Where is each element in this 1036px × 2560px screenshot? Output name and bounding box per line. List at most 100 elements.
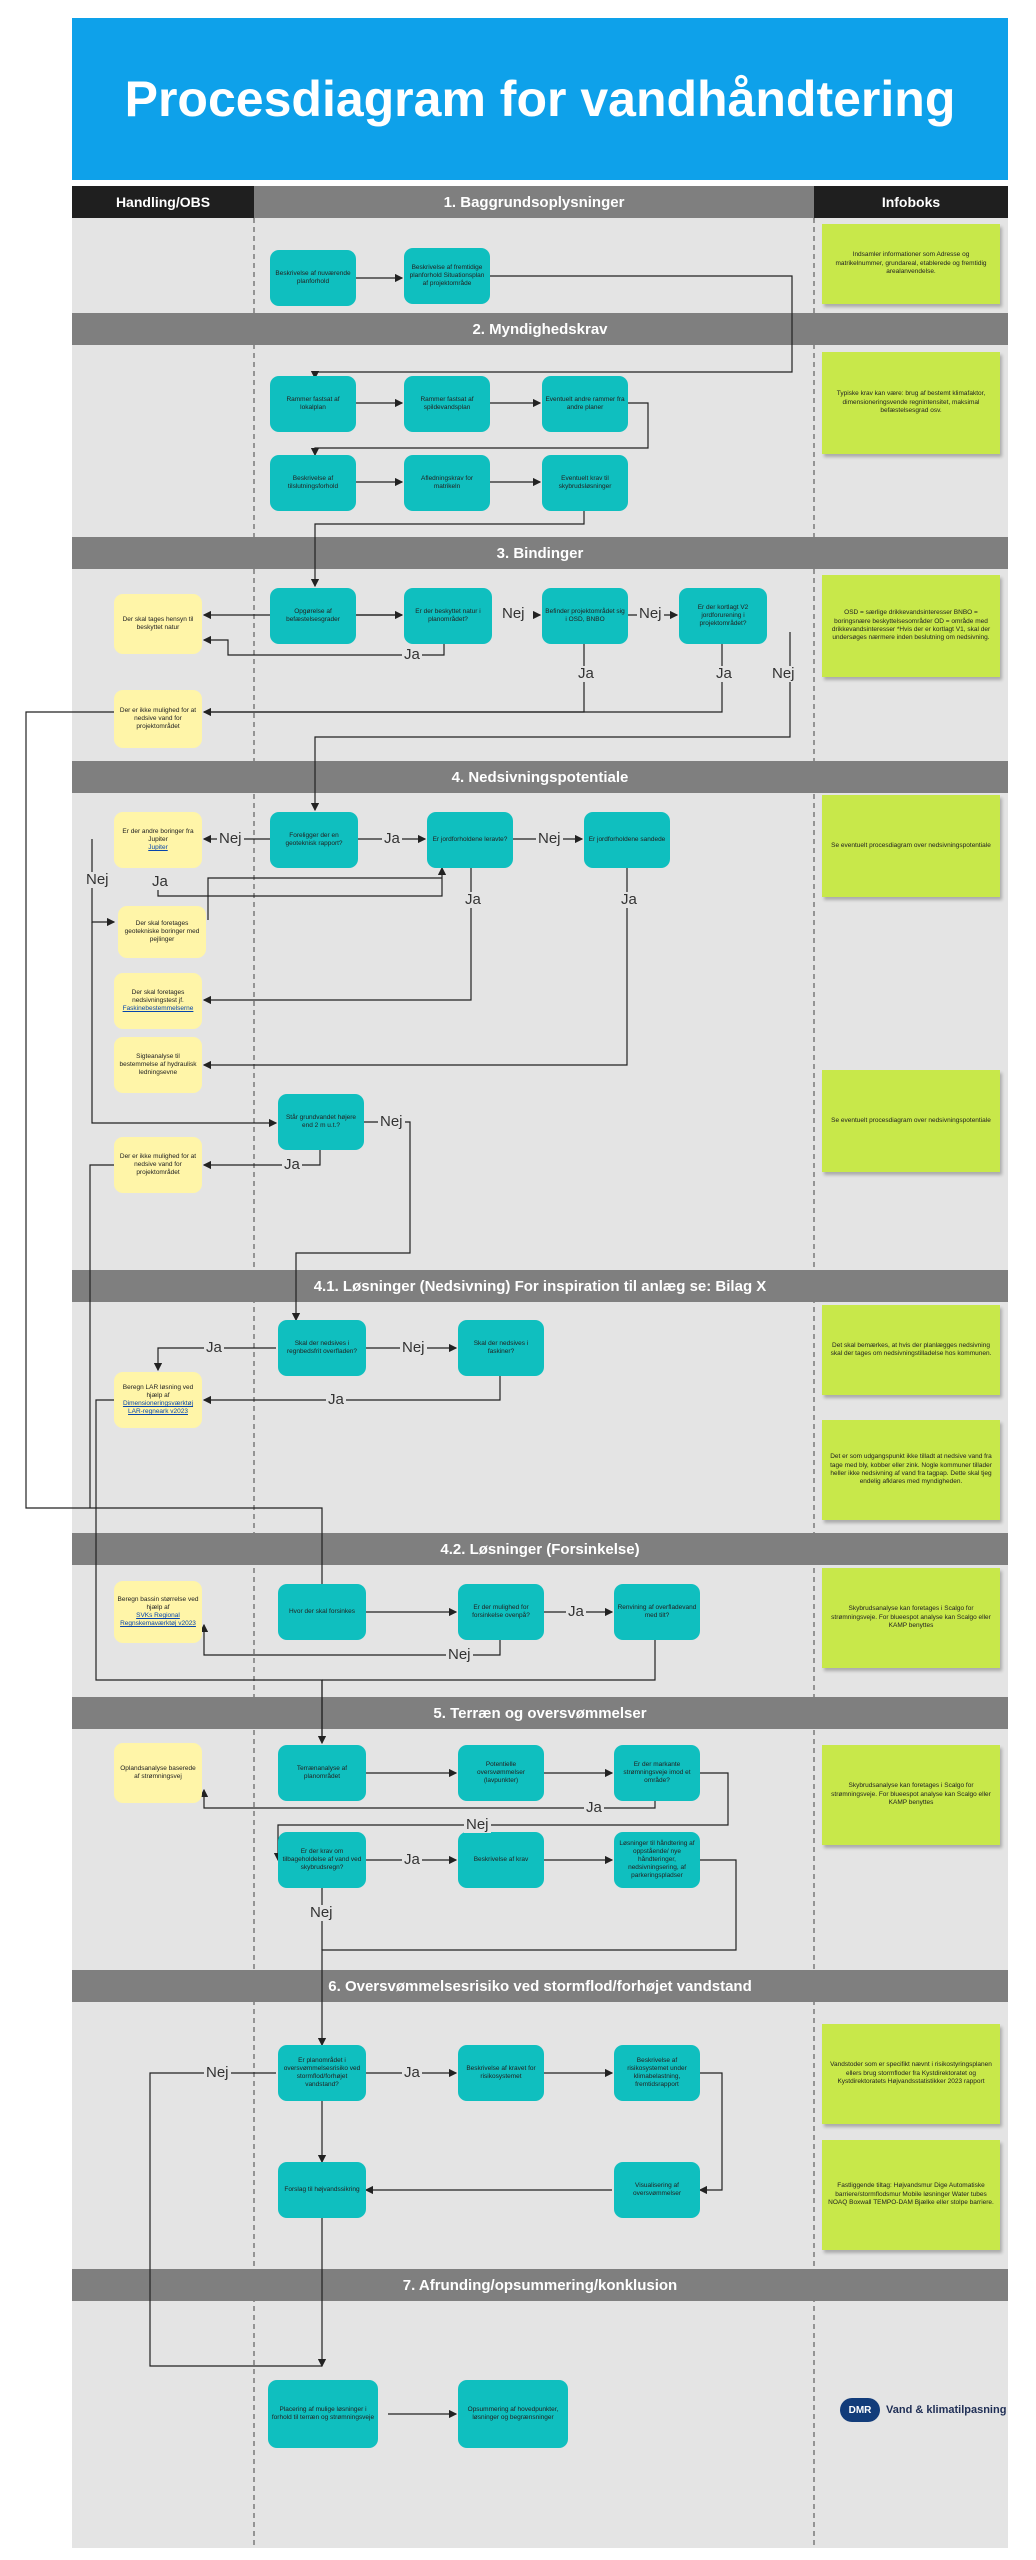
box-v2-jordforurening: Er der kortlagt V2 jordforurening i proj…	[679, 588, 767, 644]
section-bar-stormflod: 6. Oversvømmelsesrisiko ved stormflod/fo…	[72, 1970, 1008, 2002]
lar-regneark-link[interactable]: Dimensioneringsværktøj LAR-regneark v202…	[122, 1400, 194, 1416]
box-sandede: Er jordforholdene sandede	[584, 812, 670, 868]
section-bar-nedsivningspotentiale: 4. Nedsivningspotentiale	[72, 761, 1008, 793]
label-ja-41b: Ja	[326, 1391, 346, 1408]
box-potentielle-oversvommelser: Potentielle oversvømmelser (lavpunkter)	[458, 1745, 544, 1801]
column-header-center: 1. Baggrundsoplysninger	[254, 186, 814, 218]
infobox-myndighedskrav: Typiske krav kan være: brug af bestemt k…	[822, 352, 1000, 454]
box-sigteanalyse: Sigteanalyse til bestemmelse af hydrauli…	[114, 1037, 202, 1093]
box-ikke-nedsive-1: Der er ikke mulighed for at nedsive vand…	[114, 690, 202, 748]
label-nej-5b: Nej	[308, 1904, 335, 1921]
label-nej-6a: Nej	[204, 2064, 231, 2081]
label-ja-5b: Ja	[402, 1851, 422, 1868]
label-ja-4e: Ja	[282, 1156, 302, 1173]
box-geoteknisk-rapport: Foreligger der en geoteknisk rapport?	[270, 812, 358, 868]
box-bassin-storrelse-text: Beregn bassin størrelse ved hjælp af	[117, 1595, 199, 1611]
label-nej-42a: Nej	[446, 1646, 473, 1663]
box-tilslutningsforhold: Beskrivelse af tilslutningsforhold	[270, 455, 356, 511]
jupiter-link[interactable]: Jupiter	[148, 844, 168, 852]
column-header-right: Infoboks	[814, 186, 1008, 218]
box-grundvand: Står grundvandet højere end 2 m u.t.?	[278, 1094, 364, 1150]
label-ja-3c: Ja	[714, 665, 734, 682]
dmr-logo: DMR Vand & klimatilpasning	[840, 2395, 1012, 2425]
box-andre-boringer: Er der andre boringer fra Jupiter Jupite…	[114, 812, 202, 868]
box-nedsivningstest: Der skal foretages nedsivningstest jf. F…	[114, 973, 202, 1029]
label-nej-3b: Nej	[637, 605, 664, 622]
box-krav-risikosystem: Beskrivelse af kravet for risikosystemet	[458, 2045, 544, 2101]
section-bar-bindinger: 3. Bindinger	[72, 537, 1008, 569]
infobox-bindinger: OSD = særlige drikkevandsinteresser BNBO…	[822, 575, 1000, 677]
label-nej-4c: Nej	[84, 871, 111, 888]
box-opsummering: Opsummering af hovedpunkter, løsninger o…	[458, 2380, 568, 2448]
label-ja-4b: Ja	[150, 873, 170, 890]
box-bassin-storrelse: Beregn bassin størrelse ved hjælp af SVK…	[114, 1581, 202, 1643]
box-nedsives-overfladen: Skal der nedsives i regnbedsfrit overfla…	[278, 1320, 366, 1376]
box-beskrivelse-krav: Beskrivelse af krav	[458, 1832, 544, 1888]
label-ja-4a: Ja	[382, 830, 402, 847]
label-nej-3c: Nej	[770, 665, 797, 682]
box-hensyn-natur: Der skal tages hensyn til beskyttet natu…	[114, 594, 202, 654]
section-bar-terraen: 5. Terræn og oversvømmelser	[72, 1697, 1008, 1729]
label-nej-3a: Nej	[500, 605, 527, 622]
label-nej-4a: Nej	[217, 830, 244, 847]
label-nej-5a: Nej	[464, 1816, 491, 1833]
faskinebestemmelser-link[interactable]: Faskinebestemmelserne	[122, 1005, 194, 1013]
box-andre-planer: Eventuelt andre rammer fra andre planer	[542, 376, 628, 432]
section-bar-myndighedskrav: 2. Myndighedskrav	[72, 313, 1008, 345]
box-strømningsveje: Er der markante strømningsveje imod et o…	[614, 1745, 700, 1801]
label-nej-41a: Nej	[400, 1339, 427, 1356]
label-ja-41a: Ja	[204, 1339, 224, 1356]
infobox-nedsivning-1: Se eventuelt procesdiagram over nedsivni…	[822, 795, 1000, 897]
label-nej-4b: Nej	[536, 830, 563, 847]
infobox-baggrund: Indsamler informationer som Adresse og m…	[822, 224, 1000, 304]
label-ja-6a: Ja	[402, 2064, 422, 2081]
box-beregn-lar: Beregn LAR løsning ved hjælp af Dimensio…	[114, 1372, 202, 1428]
box-geotekniske-boringer: Der skal foretages geotekniske boringer …	[118, 906, 206, 958]
box-spildevandsplan: Rammer fastsat af spildevandsplan	[404, 376, 490, 432]
box-placering-losninger: Placering af mulige løsninger i forhold …	[268, 2380, 378, 2448]
label-ja-5a: Ja	[584, 1799, 604, 1816]
infobox-skybrud-2: Skybrudsanalyse kan foretages i Scalgo f…	[822, 1745, 1000, 1845]
box-visualisering: Visualisering af oversvømmelser	[614, 2162, 700, 2218]
section-bar-losninger-forsinkelse: 4.2. Løsninger (Forsinkelse)	[72, 1533, 1008, 1565]
box-forsinkes: Hvor der skal forsinkes	[278, 1584, 366, 1640]
box-nedsivningstest-text: Der skal foretages nedsivningstest jf.	[131, 988, 185, 1004]
box-beregn-lar-text: Beregn LAR løsning ved hjælp af	[122, 1383, 194, 1399]
box-ikke-nedsive-2: Der er ikke mulighed for at nedsive vand…	[114, 1137, 202, 1193]
box-oplandsanalyse: Oplandsanalyse baserede af strømningsvej	[114, 1743, 202, 1803]
page-title: Procesdiagram for vandhåndtering	[124, 71, 956, 127]
box-osd-bnbo: Befinder projektområdet sig i OSD, BNBO	[542, 588, 628, 644]
section-bar-losninger-nedsivning: 4.1. Løsninger (Nedsivning) For inspirat…	[72, 1270, 1008, 1302]
infobox-vandstande: Vandstoder som er specifikt nævnt i risi…	[822, 2024, 1000, 2124]
label-ja-4d: Ja	[619, 891, 639, 908]
box-fremtidige-planforhold: Beskrivelse af fremtidige planforhold Si…	[404, 248, 490, 304]
label-ja-3a: Ja	[402, 646, 422, 663]
box-leravte: Er jordforholdene leravte?	[427, 812, 513, 868]
label-nej-4d: Nej	[378, 1113, 405, 1130]
box-terraenanalyse: Terrænanalyse af planområdet	[278, 1745, 366, 1801]
box-skybrudslosninger: Eventuelt krav til skybrudsløsninger	[542, 455, 628, 511]
box-hojvandssikring: Forslag til højvandssikring	[278, 2162, 366, 2218]
box-stormflod-risiko: Er planområdet i oversvømmelsesrisiko ve…	[278, 2045, 366, 2101]
box-befaestelsesgrader: Opgørelse af befæstelsesgrader	[270, 588, 356, 644]
box-nuvaerende-planforhold: Beskrivelse af nuværende planforhold	[270, 250, 356, 306]
infobox-skybrud-1: Skybrudsanalyse kan foretages i Scalgo f…	[822, 1568, 1000, 1668]
dmr-logo-text: Vand & klimatilpasning	[886, 2404, 1007, 2416]
box-beskyttet-natur: Er der beskyttet natur i planområdet?	[404, 588, 492, 644]
label-ja-42a: Ja	[566, 1603, 586, 1620]
label-ja-4c: Ja	[463, 891, 483, 908]
box-afledningskrav: Afledningskrav for matrikeln	[404, 455, 490, 511]
column-header-left: Handling/OBS	[72, 186, 254, 218]
infobox-nedsivning-2: Se eventuelt procesdiagram over nedsivni…	[822, 1070, 1000, 1172]
svk-regneark-link[interactable]: SVKs Regional Regnskemaværktøj v2023	[120, 1612, 196, 1628]
box-losninger-haandtering: Løsninger til håndtering af oppstående/ …	[614, 1832, 700, 1888]
infobox-tagmaterialer: Det er som udgangspunkt ikke tilladt at …	[822, 1420, 1000, 1520]
box-risikosystem-klima: Beskrivelse af risikosystemet under klim…	[614, 2045, 700, 2101]
label-ja-3b: Ja	[576, 665, 596, 682]
dmr-logo-badge: DMR	[840, 2398, 880, 2422]
box-krav-tilbageholdelse: Er der krav om tilbageholdelse af vand v…	[278, 1832, 366, 1888]
box-renvining: Renvining af overfladevand med tilt?	[614, 1584, 700, 1640]
infobox-nedsivningstilladelse: Det skal bemærkes, at hvis der planlægge…	[822, 1305, 1000, 1395]
